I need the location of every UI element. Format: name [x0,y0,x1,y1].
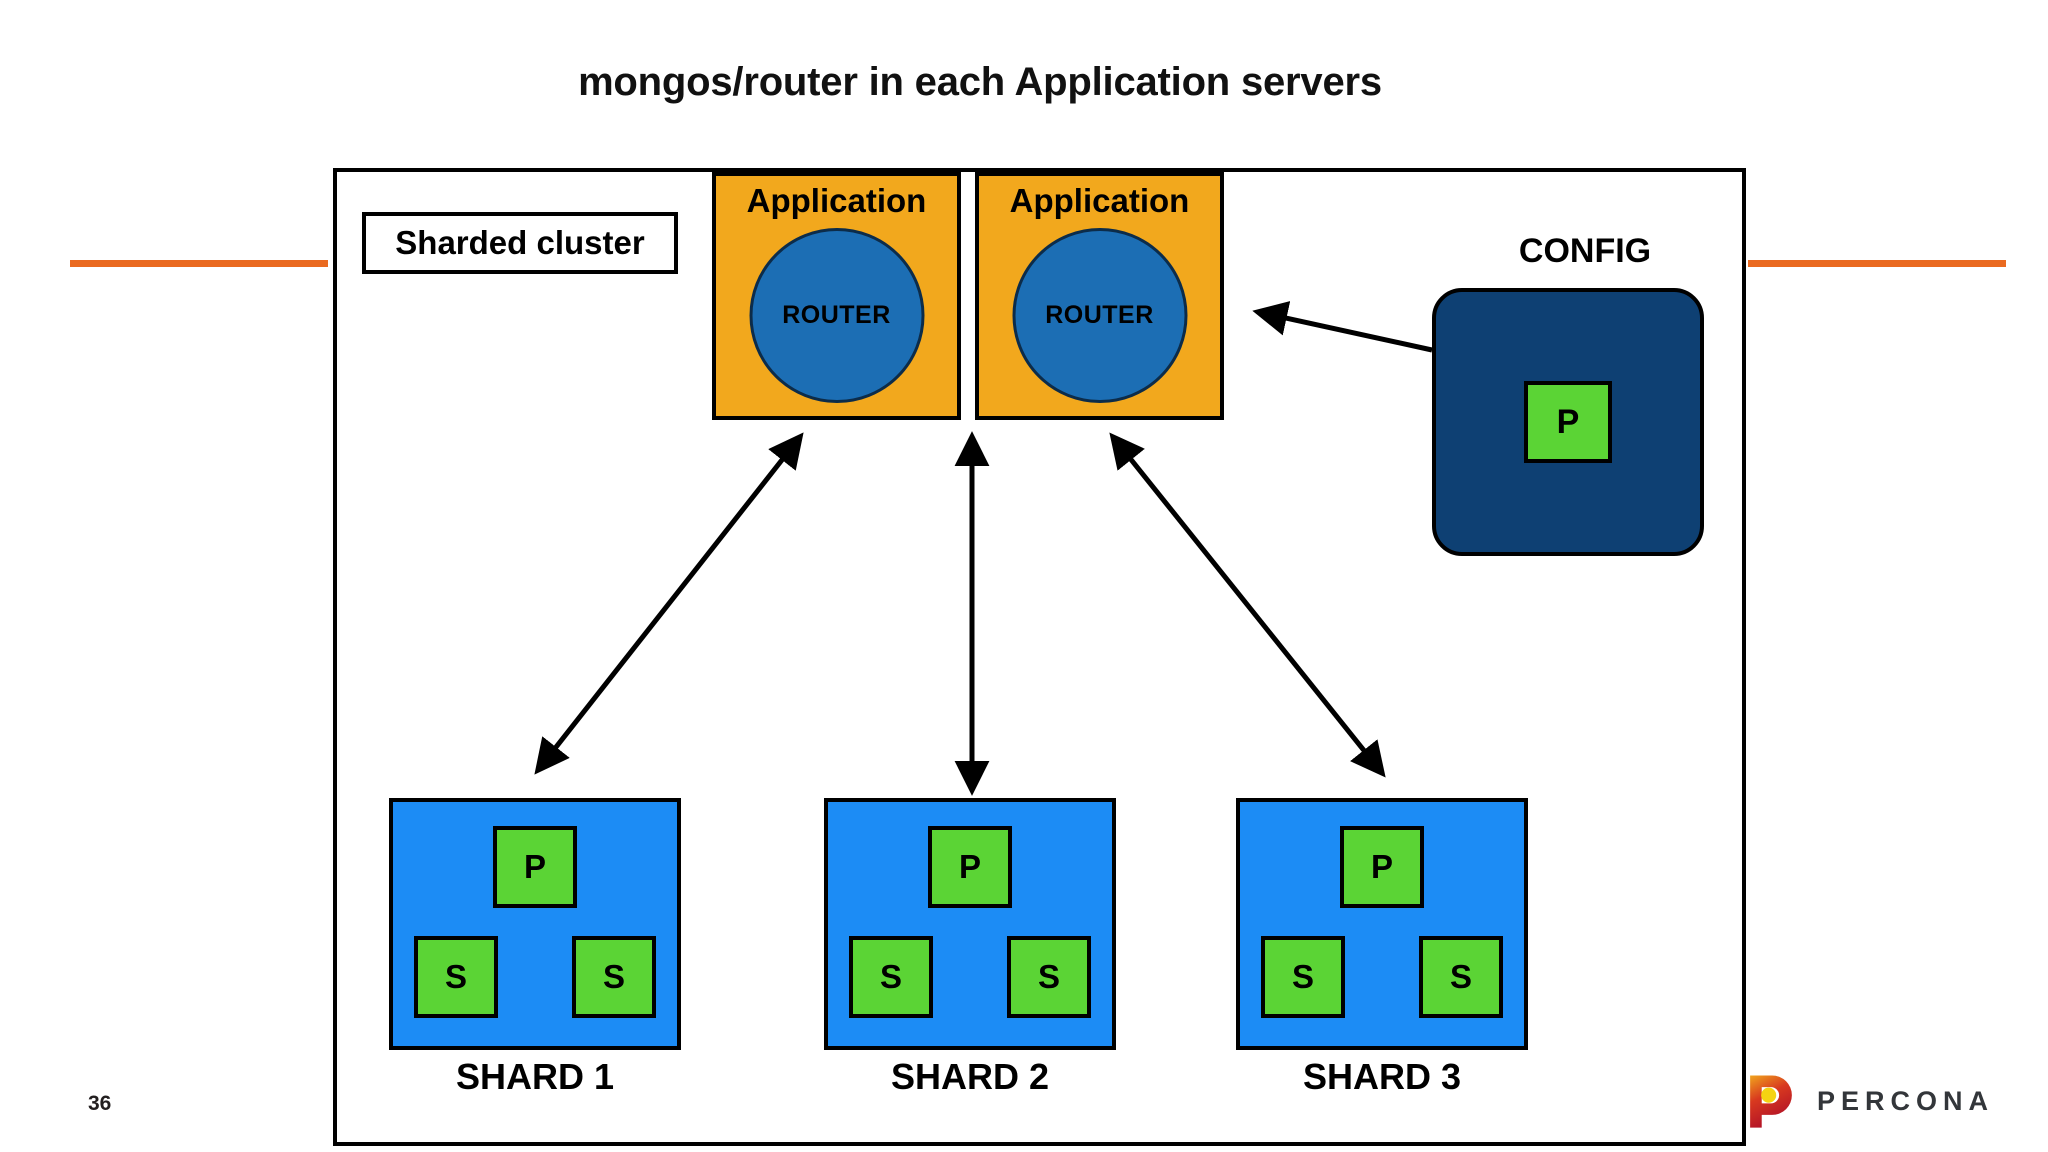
shard-2-caption: SHARD 2 [890,1056,1050,1097]
percona-logo-icon [1742,1072,1800,1130]
percona-wordmark: PERCONA [1817,1085,1995,1116]
application-server-2-title: Application [1009,182,1190,219]
router-node-2-label: ROUTER [1045,301,1154,329]
page-title: mongos/router in each Application server… [578,60,1382,104]
shard-3-caption: SHARD 3 [1302,1056,1462,1097]
router-node-2: ROUTER [1012,228,1187,403]
shard-1-caption: SHARD 1 [455,1056,615,1097]
config-primary-node: P [1524,381,1612,463]
shard-3-secondary-node-right: S [1419,936,1503,1018]
accent-rule-left [70,260,328,267]
percona-brand: PERCONA [1742,1072,1994,1130]
application-server-1-title: Application [746,182,927,219]
sharded-cluster-label: Sharded cluster [362,212,678,274]
router-node-1-label: ROUTER [782,301,891,329]
router-node-1: ROUTER [749,228,924,403]
shard-2-primary-node: P [928,826,1012,908]
shard-1-primary-node: P [493,826,577,908]
shard-2-secondary-node-right: S [1007,936,1091,1018]
config-server-box: P [1432,288,1704,556]
shard-3-secondary-node-left: S [1261,936,1345,1018]
shard-3-box: P S S [1236,798,1528,1050]
shard-1-box: P S S [389,798,681,1050]
config-title: CONFIG [1518,232,1652,270]
shard-3-primary-node: P [1340,826,1424,908]
shard-1-secondary-node-right: S [572,936,656,1018]
page-number: 36 [88,1092,112,1115]
shard-2-secondary-node-left: S [849,936,933,1018]
accent-rule-right [1748,260,2006,267]
application-server-2: Application ROUTER [975,172,1224,420]
shard-2-box: P S S [824,798,1116,1050]
application-server-1: Application ROUTER [712,172,961,420]
shard-1-secondary-node-left: S [414,936,498,1018]
